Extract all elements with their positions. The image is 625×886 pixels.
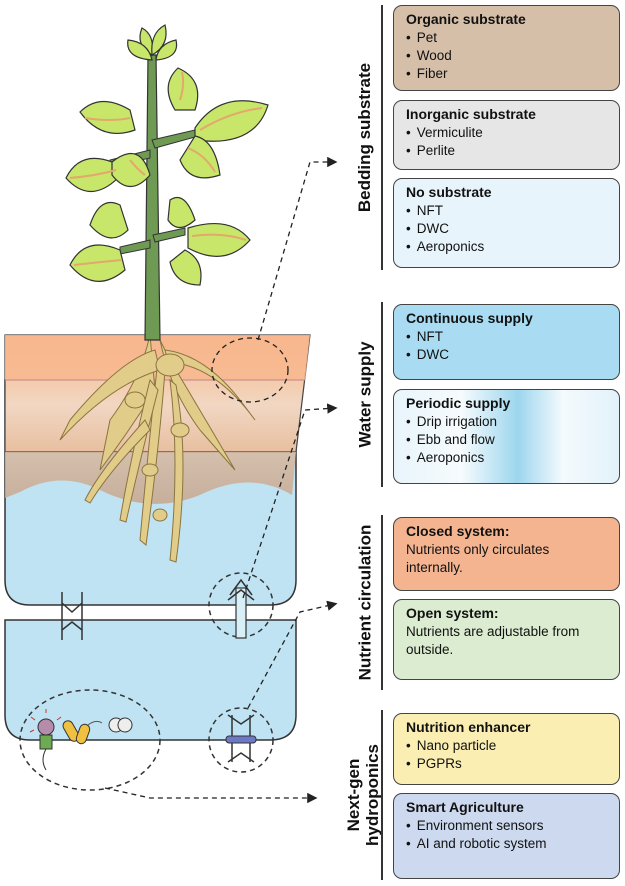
plant-leaves [65,24,269,286]
lower-reservoir [4,592,297,741]
list-item: NFT [406,202,609,220]
card-continuous-supply: Continuous supply NFT DWC [393,304,620,380]
card-nutrition-enhancer: Nutrition enhancer Nano particle PGPRs [393,713,620,785]
card-smart-agriculture: Smart Agriculture Environment sensors AI… [393,793,620,879]
card-title: No substrate [406,184,492,200]
list-item: PGPRs [406,755,609,773]
water-bracket [381,302,383,487]
bedding-title: Bedding substrate [355,62,375,213]
card-title: Smart Agriculture [406,799,524,815]
list-item: Nano particle [406,737,609,755]
list-item: NFT [406,328,609,346]
callout-arrows [104,156,338,804]
nextgen-title: Next-gen hydroponics [344,744,382,846]
nextgen-title-line1: Next-gen [344,758,364,832]
plant-roots [59,334,256,563]
open-system-valve [208,707,274,773]
leaf-veins [69,71,263,266]
card-closed-system: Closed system: Nutrients only circulates… [393,517,620,591]
enhancer-microbes [19,689,161,791]
section-title-nutrient: Nutrient circulation [350,515,380,690]
card-list: NFT DWC Aeroponics [406,202,609,256]
list-item: Drip irrigation [406,413,609,431]
card-title: Closed system: [406,523,510,539]
card-organic-substrate: Organic substrate Pet Wood Fiber [393,5,620,91]
list-item: Aeroponics [406,449,609,467]
water-title: Water supply [355,341,375,448]
card-list: Vermiculite Perlite [406,124,609,160]
nextgen-bracket [381,710,383,880]
card-description: Nutrients are adjustable from outside. [406,624,580,657]
card-list: Drip irrigation Ebb and flow Aeroponics [406,413,609,467]
card-list: Nano particle PGPRs [406,737,609,773]
card-periodic-supply: Periodic supply Drip irrigation Ebb and … [393,389,620,484]
list-item: Wood [406,47,609,65]
card-list: Pet Wood Fiber [406,29,609,83]
card-no-substrate: No substrate NFT DWC Aeroponics [393,178,620,268]
list-item: Vermiculite [406,124,609,142]
card-list: Environment sensors AI and robotic syste… [406,817,609,853]
bedding-bracket [381,5,383,270]
nutrient-title: Nutrient circulation [355,524,375,681]
card-title: Organic substrate [406,11,526,27]
card-title: Nutrition enhancer [406,719,531,735]
card-title: Continuous supply [406,310,533,326]
list-item: Ebb and flow [406,431,609,449]
list-item: DWC [406,220,609,238]
circulation-pump [208,572,274,639]
card-title: Inorganic substrate [406,106,536,122]
nextgen-title-line2: hydroponics [363,743,383,847]
list-item: Aeroponics [406,238,609,256]
section-title-water: Water supply [350,302,380,487]
hydroponics-illustration [4,24,338,804]
card-inorganic-substrate: Inorganic substrate Vermiculite Perlite [393,100,620,170]
list-item: DWC [406,346,609,364]
list-item: Fiber [406,65,609,83]
list-item: AI and robotic system [406,835,609,853]
card-title: Open system: [406,605,499,621]
card-title: Periodic supply [406,395,511,411]
plant-stem [109,54,196,341]
nutrient-bracket [381,515,383,690]
list-item: Perlite [406,142,609,160]
section-title-bedding: Bedding substrate [350,5,380,270]
list-item: Environment sensors [406,817,609,835]
card-open-system: Open system: Nutrients are adjustable fr… [393,599,620,680]
list-item: Pet [406,29,609,47]
card-description: Nutrients only circulates internally. [406,542,550,575]
card-list: NFT DWC [406,328,609,364]
